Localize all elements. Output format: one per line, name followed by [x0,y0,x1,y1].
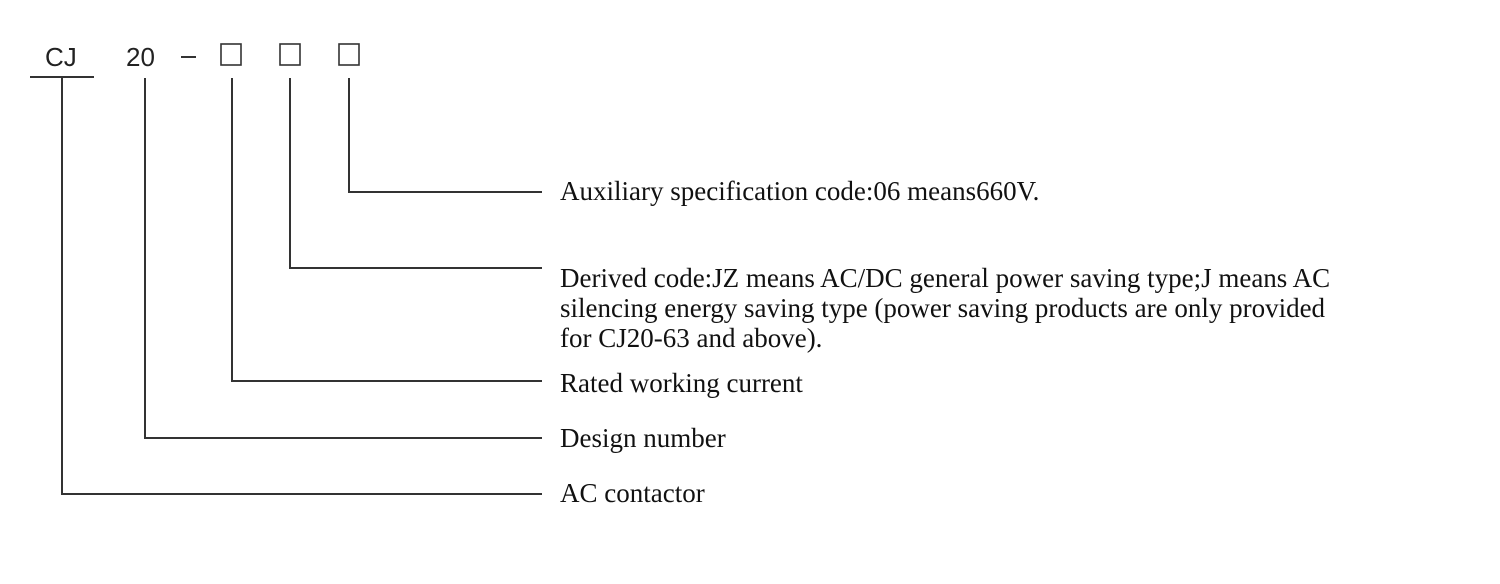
placeholder-box-1 [220,43,242,66]
leader-ac-contactor [61,78,542,495]
leader-rated-current [231,78,542,382]
desc-design-number: Design number [560,423,726,453]
placeholder-box-2 [279,43,301,66]
leader-design-number [144,78,542,439]
desc-ac-contactor: AC contactor [560,478,705,508]
code-number: 20 [126,42,155,72]
placeholder-box-3 [338,43,360,66]
leader-auxiliary [348,78,542,193]
leader-derived [289,78,542,269]
desc-rated-current: Rated working current [560,368,803,398]
code-prefix: CJ [45,42,77,72]
desc-derived-line-1: Derived code:JZ means AC/DC general powe… [560,263,1330,293]
desc-derived-line-2: silencing energy saving type (power savi… [560,293,1326,323]
desc-derived-line-3: for CJ20-63 and above). [560,323,822,353]
desc-auxiliary: Auxiliary specification code:06 means660… [560,176,1039,206]
